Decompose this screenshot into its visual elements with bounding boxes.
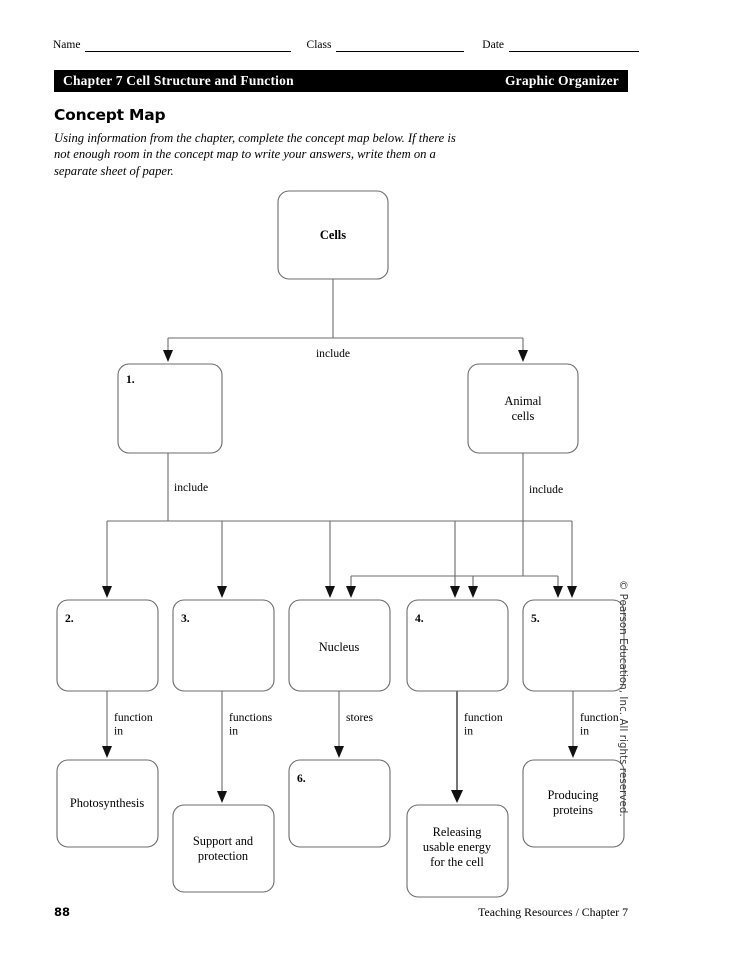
copyright-notice: © Pearson Education, Inc. All rights res… (617, 580, 628, 817)
node-cells-label: Cells (320, 228, 346, 242)
node-blank-2[interactable]: 2. (56, 599, 159, 692)
edge-label-include-top: include (316, 347, 350, 360)
name-input-rule[interactable] (85, 39, 292, 52)
node-blank-1-number: 1. (126, 373, 135, 386)
node-blank-6-number: 6. (297, 772, 306, 785)
arrow-box2 (102, 586, 112, 598)
arrowheads (102, 350, 578, 803)
date-label: Date (482, 39, 504, 51)
page-title: Concept Map (54, 106, 166, 124)
node-photosynthesis[interactable]: Photosynthesis (56, 759, 159, 848)
node-blank-4-number: 4. (415, 612, 424, 625)
footer-source: Teaching Resources / Chapter 7 (478, 905, 628, 919)
arrow-box5-left (567, 586, 577, 598)
node-blank-4[interactable]: 4. (406, 599, 509, 692)
node-blank-6-box[interactable] (288, 759, 391, 848)
node-blank-1-box[interactable] (117, 363, 223, 454)
node-blank-1[interactable]: 1. (117, 363, 223, 454)
connector-lines (106, 279, 574, 797)
node-blank-3-box[interactable] (172, 599, 275, 692)
arrow-releasing (451, 790, 463, 803)
name-label: Name (53, 39, 81, 51)
edge-label-include-right: include (529, 483, 563, 496)
page-footer: 88 Teaching Resources / Chapter 7 (54, 905, 628, 920)
arrow-box6 (334, 746, 344, 758)
arrow-box3 (217, 586, 227, 598)
arrow-support (217, 791, 227, 803)
node-blank-5-box[interactable] (522, 599, 625, 692)
arrow-animal-cells (518, 350, 528, 362)
edge-label-include-left: include (174, 481, 208, 494)
student-info-line: Name Class Date (53, 32, 639, 52)
instructions-text: Using information from the chapter, comp… (54, 131, 456, 178)
node-producing-box[interactable] (522, 759, 625, 848)
class-input-rule[interactable] (336, 39, 465, 52)
page-number: 88 (54, 905, 71, 919)
arrow-blank1 (163, 350, 173, 362)
date-input-rule[interactable] (509, 39, 639, 52)
node-blank-3[interactable]: 3. (172, 599, 275, 692)
node-blank-3-number: 3. (181, 612, 190, 625)
node-cells-box[interactable] (277, 190, 389, 280)
chapter-banner: Chapter 7 Cell Structure and Function Gr… (54, 70, 628, 92)
arrow-nucleus-left (325, 586, 335, 598)
class-field-group: Class (307, 39, 465, 52)
node-nucleus[interactable]: Nucleus (288, 599, 391, 692)
node-blank-6[interactable]: 6. (288, 759, 391, 848)
node-blank-5-number: 5. (531, 612, 540, 625)
arrow-photosynthesis (102, 746, 112, 758)
arrow-nucleus-right (346, 586, 356, 598)
node-cells[interactable]: Cells (277, 190, 389, 280)
node-blank-4-box[interactable] (406, 599, 509, 692)
date-field-group: Date (482, 39, 639, 52)
chapter-title: Chapter 7 Cell Structure and Function (63, 73, 294, 88)
edge-label-stores: stores (346, 711, 374, 724)
node-blank-2-number: 2. (65, 612, 74, 625)
class-label: Class (306, 39, 332, 51)
node-support-box[interactable] (172, 804, 275, 893)
node-nucleus-box[interactable] (288, 599, 391, 692)
arrow-producing (568, 746, 578, 758)
node-nucleus-label: Nucleus (319, 640, 360, 654)
node-blank-2-box[interactable] (56, 599, 159, 692)
name-field-group: Name (53, 39, 292, 52)
worksheet-type: Graphic Organizer (504, 73, 619, 88)
arrow-box5-right (553, 586, 563, 598)
node-blank-5[interactable]: 5. (522, 599, 625, 692)
node-releasing-box[interactable] (406, 804, 509, 898)
node-photosynthesis-label: Photosynthesis (70, 796, 145, 810)
node-photosynthesis-box[interactable] (56, 759, 159, 848)
arrow-box4-left (450, 586, 460, 598)
arrow-box4-right (468, 586, 478, 598)
node-animal-cells-box[interactable] (467, 363, 579, 454)
